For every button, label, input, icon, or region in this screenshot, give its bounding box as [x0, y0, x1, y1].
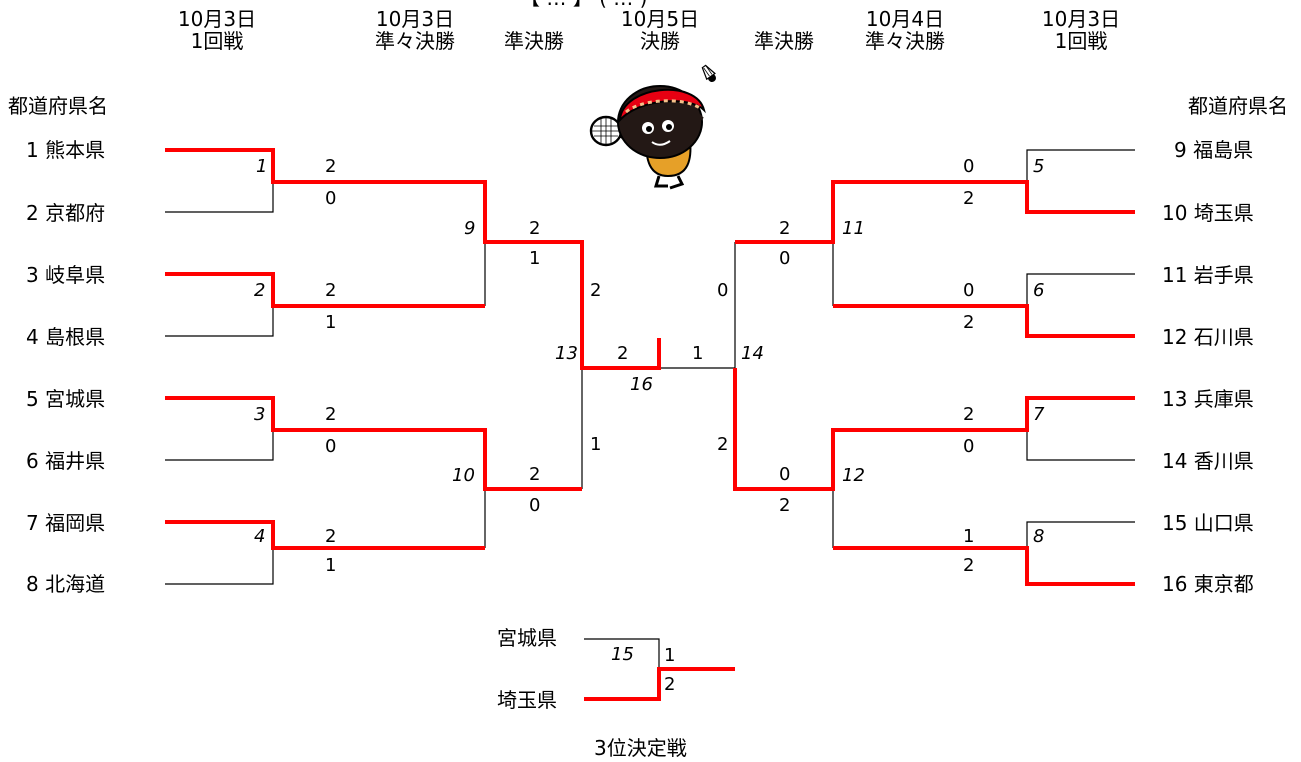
- team-right-16: 16 東京都: [1162, 572, 1254, 596]
- match-number-4: 4: [254, 526, 266, 547]
- score-m9-bottom: 1: [529, 248, 541, 269]
- third-place-team-bottom: 埼玉県: [497, 688, 557, 712]
- team-left-4: 4 島根県: [26, 325, 106, 349]
- score-third-top: 1: [664, 645, 676, 666]
- match-number-12: 12: [842, 465, 865, 486]
- match-number-9: 9: [464, 218, 476, 239]
- third-place-label: 3位決定戦: [594, 736, 687, 760]
- score-m10-top: 2: [529, 464, 541, 485]
- round-header-final: 10月5日決勝: [620, 7, 700, 53]
- score-m8-top: 1: [963, 526, 975, 547]
- prefecture-label-right: 都道府県名: [1188, 94, 1288, 118]
- team-right-13: 13 兵庫県: [1162, 387, 1254, 411]
- team-right-9: 9 福島県: [1174, 138, 1254, 162]
- score-m14-top: 0: [717, 280, 729, 301]
- score-m2-bottom: 1: [325, 312, 337, 333]
- score-m11-top: 2: [779, 218, 791, 239]
- score-m5-top: 0: [963, 156, 975, 177]
- team-left-3: 3 岐阜県: [26, 263, 106, 287]
- score-m14-bottom: 2: [717, 434, 729, 455]
- score-m1-bottom: 0: [325, 188, 337, 209]
- score-m7-bottom: 0: [963, 436, 975, 457]
- score-m5-bottom: 2: [963, 188, 975, 209]
- team-right-11: 11 岩手県: [1162, 263, 1254, 287]
- match-number-15: 15: [611, 644, 634, 665]
- match-number-3: 3: [254, 404, 266, 425]
- score-m13-top: 2: [590, 280, 602, 301]
- match-number-16: 16: [630, 374, 653, 395]
- score-m6-bottom: 2: [963, 312, 975, 333]
- score-m12-bottom: 2: [779, 495, 791, 516]
- score-m4-bottom: 1: [325, 555, 337, 576]
- team-left-2: 2 京都府: [26, 201, 106, 225]
- match-number-14: 14: [741, 343, 764, 364]
- score-m3-top: 2: [325, 404, 337, 425]
- team-left-6: 6 福井県: [26, 449, 106, 473]
- score-final-right: 1: [692, 343, 704, 364]
- team-right-14: 14 香川県: [1162, 449, 1254, 473]
- page-title: 【 … 】 ( … ): [520, 0, 647, 8]
- score-m7-top: 2: [963, 404, 975, 425]
- round-header-left-sf: 準決勝: [504, 29, 564, 53]
- score-final-left: 2: [617, 343, 629, 364]
- team-left-8: 8 北海道: [26, 572, 106, 596]
- team-left-1: 1 熊本県: [26, 138, 106, 162]
- team-right-12: 12 石川県: [1162, 325, 1254, 349]
- team-right-15: 15 山口県: [1162, 511, 1254, 535]
- score-m1-top: 2: [325, 156, 337, 177]
- score-m11-bottom: 0: [779, 248, 791, 269]
- score-m9-top: 2: [529, 218, 541, 239]
- match-number-7: 7: [1033, 404, 1045, 425]
- match-number-11: 11: [842, 218, 865, 239]
- match-number-8: 8: [1033, 526, 1045, 547]
- score-third-bottom: 2: [664, 674, 676, 695]
- score-m6-top: 0: [963, 280, 975, 301]
- team-left-7: 7 福岡県: [26, 511, 106, 535]
- match-number-6: 6: [1033, 280, 1045, 301]
- score-m4-top: 2: [325, 526, 337, 547]
- team-right-10: 10 埼玉県: [1162, 201, 1254, 225]
- round-header-left-qf: 10月3日準々決勝: [375, 7, 455, 53]
- round-header-right-sf: 準決勝: [754, 29, 814, 53]
- third-place-team-top: 宮城県: [497, 626, 557, 650]
- score-m13-bottom: 1: [590, 434, 602, 455]
- score-m10-bottom: 0: [529, 495, 541, 516]
- team-left-5: 5 宮城県: [26, 387, 106, 411]
- score-m2-top: 2: [325, 280, 337, 301]
- score-m8-bottom: 2: [963, 555, 975, 576]
- round-header-right-qf: 10月4日準々決勝: [865, 7, 945, 53]
- match-number-13: 13: [555, 343, 578, 364]
- match-number-5: 5: [1033, 156, 1045, 177]
- score-m12-top: 0: [779, 464, 791, 485]
- match-number-2: 2: [254, 280, 266, 301]
- prefecture-label-left: 都道府県名: [8, 94, 108, 118]
- score-m3-bottom: 0: [325, 436, 337, 457]
- match-number-1: 1: [256, 156, 268, 177]
- match-number-10: 10: [452, 465, 475, 486]
